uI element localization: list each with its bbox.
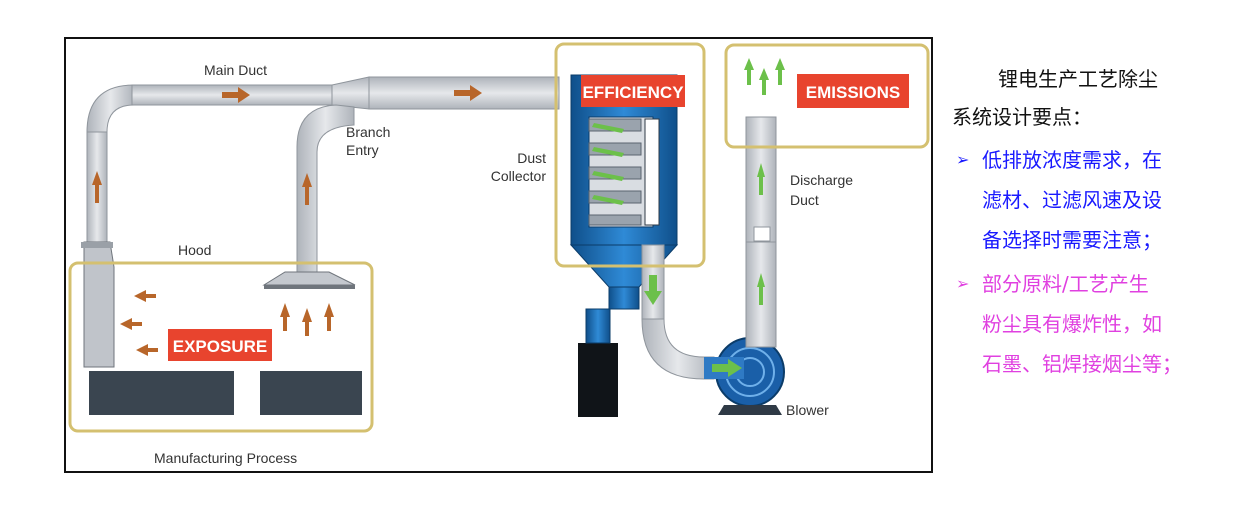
label-duct: Duct xyxy=(790,192,819,208)
bullet1-line: 备选择时需要注意； xyxy=(982,228,1162,252)
arrow-up-emission-1 xyxy=(744,58,754,85)
arrow-right-blower xyxy=(712,359,742,377)
notes-title: 锂电生产工艺除尘 系统设计要点： xyxy=(952,60,1252,136)
arrow-left-3 xyxy=(136,344,158,356)
label-branch: Branch xyxy=(346,124,390,140)
notes-title-line1: 锂电生产工艺除尘 xyxy=(998,67,1158,91)
machine-right xyxy=(260,371,362,415)
left-hood xyxy=(83,241,115,368)
arrow-right-main-2 xyxy=(454,85,482,101)
emissions-badge-text: EMISSIONS xyxy=(806,83,900,102)
efficiency-frame xyxy=(554,42,706,268)
emissions-frame xyxy=(724,43,930,149)
ductwork xyxy=(81,76,560,368)
design-notes: 锂电生产工艺除尘 系统设计要点： ➢ 低排放浓度需求，在 滤材、过滤风速及设 备… xyxy=(952,60,1252,384)
efficiency-badge-text: EFFICIENCY xyxy=(582,83,684,102)
exposure-badge xyxy=(168,329,272,361)
arrow-left-1 xyxy=(134,290,156,302)
bullet2-line: 石墨、铝焊接烟尘等； xyxy=(982,352,1182,376)
arrow-left-2 xyxy=(120,318,142,330)
dust-collection-diagram: EFFICIENCY EMISSIONS EXPOSURE Main Duct … xyxy=(64,37,933,473)
arrow-up-left-duct-1 xyxy=(92,171,102,203)
dust-bin xyxy=(578,343,618,417)
emissions-badge xyxy=(797,74,909,108)
arrow-up-hood-1 xyxy=(280,303,290,331)
efficiency-badge xyxy=(581,75,685,107)
bullet-marker-icon: ➢ xyxy=(956,150,970,169)
label-blower: Blower xyxy=(786,402,829,418)
arrow-up-discharge-2 xyxy=(757,163,765,195)
exposure-badge-text: EXPOSURE xyxy=(173,337,267,356)
bullet-low-emission: ➢ 低排放浓度需求，在 滤材、过滤风速及设 备选择时需要注意； xyxy=(952,140,1252,260)
arrow-up-discharge-1 xyxy=(757,273,765,305)
discharge-duct xyxy=(745,116,777,348)
arrow-up-emission-3 xyxy=(775,58,785,85)
notes-title-line2: 系统设计要点： xyxy=(952,105,1092,129)
exposure-frame xyxy=(68,261,374,433)
bullet1-line: 滤材、过滤风速及设 xyxy=(982,188,1162,212)
label-discharge: Discharge xyxy=(790,172,853,188)
label-entry: Entry xyxy=(346,142,379,158)
arrow-down-outlet xyxy=(644,275,662,305)
airflow-arrows-green xyxy=(592,58,785,377)
airflow-arrows-brown xyxy=(92,85,482,356)
filter-arrows xyxy=(592,123,624,205)
label-dust: Dust xyxy=(517,150,546,166)
label-hood: Hood xyxy=(178,242,211,258)
bullet-explosive-dust: ➢ 部分原料/工艺产生 粉尘具有爆炸性，如 石墨、铝焊接烟尘等； xyxy=(952,264,1252,384)
arrow-up-hood-3 xyxy=(324,303,334,331)
bullet2-line: 粉尘具有爆炸性，如 xyxy=(982,312,1162,336)
arrow-right-main-1 xyxy=(222,87,250,103)
label-collector: Collector xyxy=(491,168,547,184)
arrow-up-emission-2 xyxy=(759,68,769,95)
bullet1-line: 低排放浓度需求，在 xyxy=(982,148,1162,172)
arrow-up-branch xyxy=(302,173,312,205)
arrow-up-hood-2 xyxy=(302,308,312,336)
bullet-marker-icon: ➢ xyxy=(956,274,970,293)
label-manufacturing-process: Manufacturing Process xyxy=(154,450,297,466)
label-main-duct: Main Duct xyxy=(204,62,267,78)
bullet2-line: 部分原料/工艺产生 xyxy=(982,272,1149,296)
machine-left xyxy=(89,371,234,415)
